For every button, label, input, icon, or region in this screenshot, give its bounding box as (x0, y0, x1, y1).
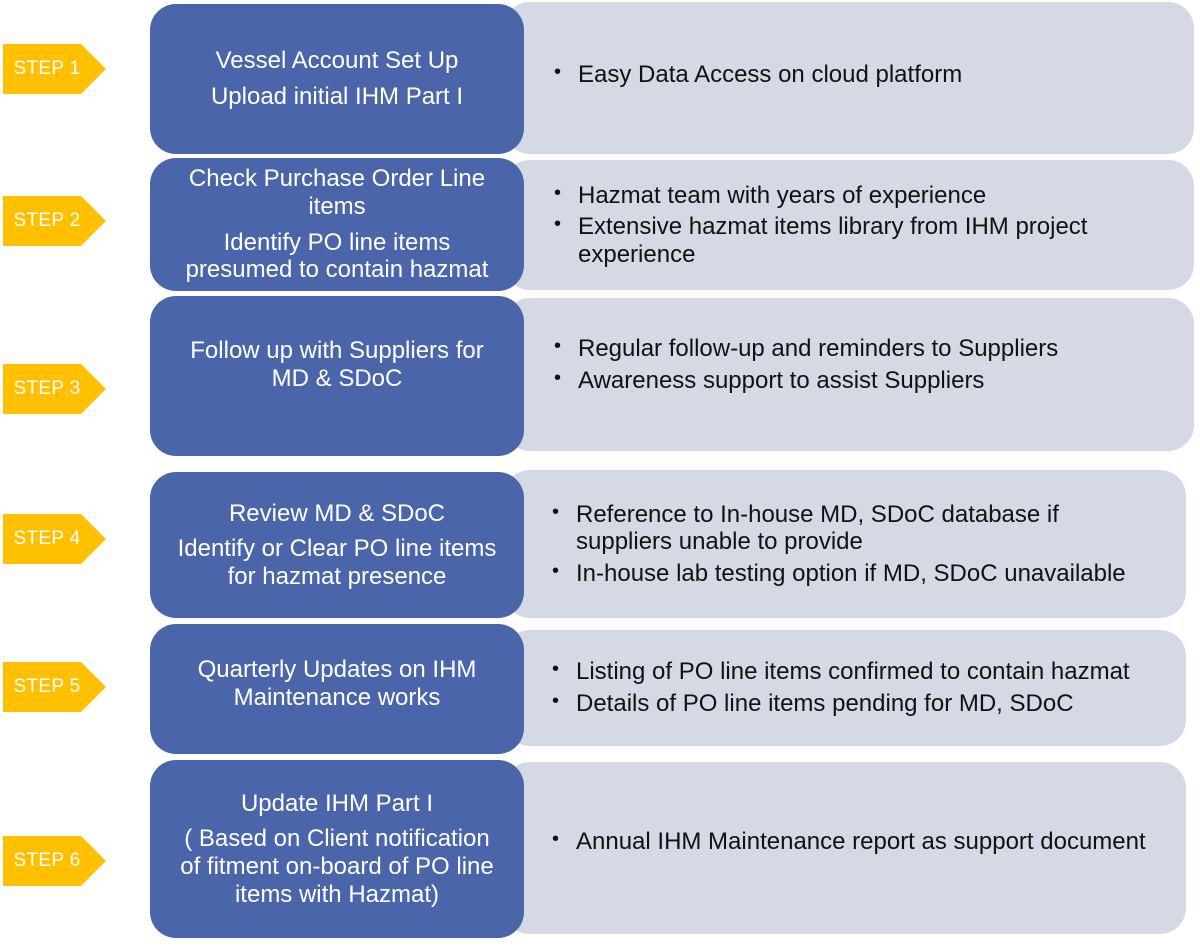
step-1-label: STEP 1 (13, 58, 81, 79)
step-4-bullet-1: Reference to In-house MD, SDoC database … (550, 501, 1146, 556)
step-5-bullet-1: Listing of PO line items confirmed to co… (550, 658, 1130, 686)
chevron-arrow-icon (3, 44, 106, 94)
step-3-bullet-2: Awareness support to assist Suppliers (552, 367, 1058, 395)
step-6-title-line-1: Update IHM Part I (240, 789, 434, 817)
chevron-arrow-icon (3, 364, 106, 414)
step-6-details: Annual IHM Maintenance report as support… (504, 762, 1186, 934)
step-3-arrow: STEP 3 (3, 364, 106, 414)
step-4-details: Reference to In-house MD, SDoC database … (504, 470, 1186, 618)
chevron-arrow-icon (3, 514, 106, 564)
step-4-bullet-2: In-house lab testing option if MD, SDoC … (550, 560, 1146, 588)
step-3-details: Regular follow-up and reminders to Suppl… (504, 298, 1194, 451)
step-1-bullet-1: Easy Data Access on cloud platform (552, 61, 962, 89)
step-4-arrow: STEP 4 (3, 514, 106, 564)
step-5-bullet-2: Details of PO line items pending for MD,… (550, 690, 1130, 718)
step-3-label: STEP 3 (13, 378, 81, 399)
step-3-title-line-1: Follow up with Suppliers for MD & SDoC (190, 337, 484, 392)
step-6-label: STEP 6 (13, 850, 81, 871)
chevron-arrow-icon (3, 196, 106, 246)
step-2-title-line-1: Check Purchase Order Line items (188, 165, 486, 220)
step-1-box: Vessel Account Set Up Upload initial IHM… (150, 4, 524, 154)
step-2-arrow: STEP 2 (3, 196, 106, 246)
chevron-arrow-icon (3, 662, 106, 712)
step-4-label: STEP 4 (13, 528, 81, 549)
step-2-details: Hazmat team with years of experience Ext… (504, 160, 1194, 290)
step-3-bullet-1: Regular follow-up and reminders to Suppl… (552, 335, 1058, 363)
step-2-bullet-1: Hazmat team with years of experience (552, 182, 1154, 210)
step-1-arrow: STEP 1 (3, 44, 106, 94)
step-4-title-line-1: Review MD & SDoC (228, 499, 446, 527)
step-2-bullet-2: Extensive hazmat items library from IHM … (552, 213, 1154, 268)
step-4-box: Review MD & SDoC Identify or Clear PO li… (150, 472, 524, 618)
step-3-box: Follow up with Suppliers for MD & SDoC (150, 296, 524, 456)
step-5-arrow: STEP 5 (3, 662, 106, 712)
chevron-arrow-icon (3, 836, 106, 886)
step-5-title-line-1: Quarterly Updates on IHM Maintenance wor… (197, 656, 477, 711)
step-5-box: Quarterly Updates on IHM Maintenance wor… (150, 624, 524, 754)
step-5-label: STEP 5 (13, 676, 81, 697)
step-4-title-line-2: Identify or Clear PO line items for hazm… (177, 535, 497, 590)
step-1-title-line-1: Vessel Account Set Up (215, 47, 459, 75)
step-1-details: Easy Data Access on cloud platform (504, 2, 1194, 154)
step-2-box: Check Purchase Order Line items Identify… (150, 158, 524, 291)
step-6-title-line-2: ( Based on Client notification of fitmen… (180, 825, 494, 908)
step-6-arrow: STEP 6 (3, 836, 106, 886)
step-2-label: STEP 2 (13, 210, 81, 231)
step-1-title-line-2: Upload initial IHM Part I (210, 83, 464, 110)
step-6-bullet-1: Annual IHM Maintenance report as support… (550, 828, 1146, 856)
step-2-title-line-2: Identify PO line items presumed to conta… (185, 228, 489, 284)
step-5-details: Listing of PO line items confirmed to co… (504, 630, 1186, 746)
step-6-box: Update IHM Part I ( Based on Client noti… (150, 760, 524, 938)
